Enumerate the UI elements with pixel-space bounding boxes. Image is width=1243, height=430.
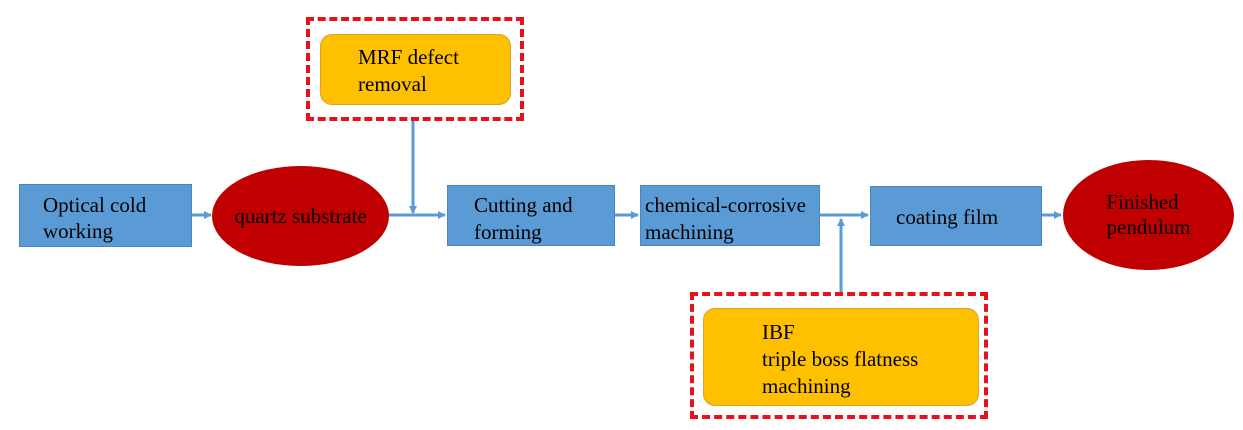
node-finished-pendulum: Finished pendulum [1063, 160, 1234, 270]
node-quartz-substrate: quartz substrate [212, 166, 389, 266]
node-cutting-forming: Cutting and forming [447, 185, 615, 246]
ibf-line1: IBF [762, 320, 795, 344]
chemical-corrosive-line2: machining [645, 220, 734, 244]
node-coating-film: coating film [870, 186, 1042, 246]
coating-film-label: coating film [896, 205, 999, 229]
cutting-forming-line1: Cutting and [474, 193, 573, 217]
node-ibf-triple-boss-flatness: IBF triple boss flatness machining [703, 308, 979, 406]
ibf-line3: machining [762, 374, 851, 398]
finished-pendulum-line2: pendulum [1106, 215, 1191, 239]
node-mrf-defect-removal: MRF defect removal [320, 34, 511, 105]
mrf-highlight-frame [306, 17, 524, 121]
node-chemical-corrosive-machining: chemical-corrosive machining [640, 185, 820, 246]
ibf-highlight-frame [690, 292, 988, 419]
finished-pendulum-line1: Finished [1106, 190, 1179, 214]
optical-cold-working-line2: working [43, 219, 113, 243]
mrf-line1: MRF defect [358, 45, 459, 69]
optical-cold-working-line1: Optical cold [43, 193, 147, 217]
ibf-line2: triple boss flatness [762, 347, 919, 371]
cutting-forming-line2: forming [474, 220, 542, 244]
chemical-corrosive-line1: chemical-corrosive [645, 193, 806, 217]
quartz-substrate-label: quartz substrate [234, 204, 367, 228]
node-optical-cold-working: Optical cold working [19, 184, 192, 247]
mrf-line2: removal [358, 72, 427, 96]
